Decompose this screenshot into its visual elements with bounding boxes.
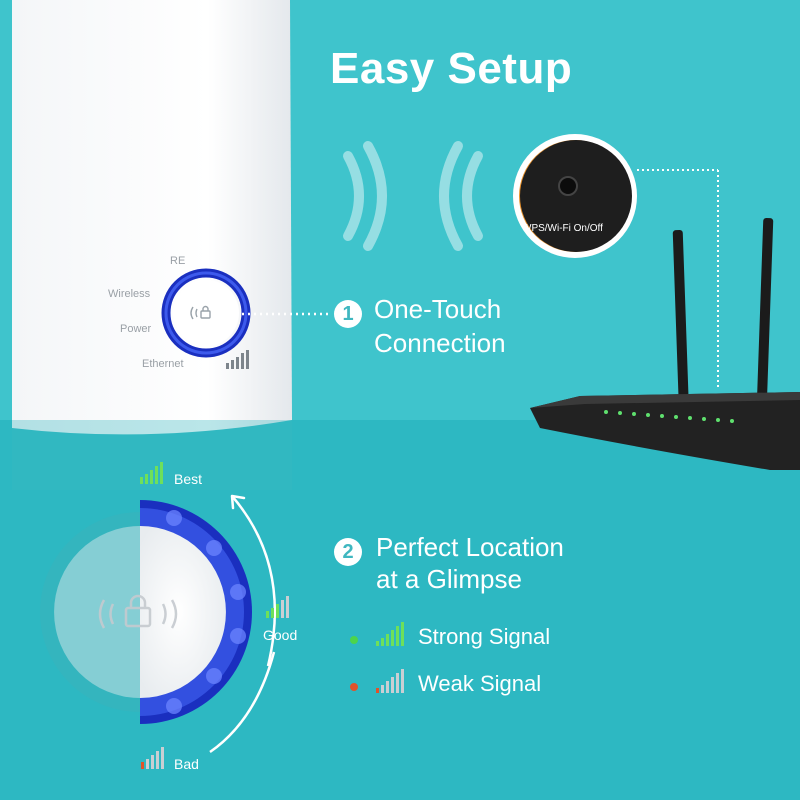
signal-level-bad: Bad xyxy=(174,756,199,772)
step-1-line-2: Connection xyxy=(374,328,506,358)
wps-button-label: WPS/Wi-Fi On/Off xyxy=(522,223,603,234)
signal-level-good: Good xyxy=(263,627,298,643)
step-2-line-2: at a Glimpse xyxy=(376,564,522,594)
wps-button-callout xyxy=(513,134,719,390)
led-label-re: RE xyxy=(170,255,186,267)
legend-weak-signal: Weak Signal xyxy=(418,671,542,696)
strong-signal-legend-icon xyxy=(350,622,404,646)
led-label-power: Power xyxy=(120,323,152,335)
router xyxy=(530,217,800,470)
led-label-ethernet: Ethernet xyxy=(142,358,184,370)
device-signal-icon xyxy=(226,350,249,369)
page-title: Easy Setup xyxy=(330,44,573,93)
led-label-wireless: Wireless xyxy=(108,288,151,300)
signal-level-best: Best xyxy=(174,471,203,487)
step-2-number: 2 xyxy=(334,538,362,566)
step-2-line-1: Perfect Location xyxy=(376,532,564,562)
best-signal-icon xyxy=(140,462,163,484)
wireless-waves-icon xyxy=(343,141,483,251)
step-1-line-1: One-Touch xyxy=(374,294,502,324)
good-signal-icon xyxy=(266,596,289,618)
weak-signal-legend-icon xyxy=(350,669,404,693)
bad-signal-icon xyxy=(141,747,164,769)
range-extender-device xyxy=(12,0,328,490)
step-1-number: 1 xyxy=(334,300,362,328)
legend-strong-signal: Strong Signal xyxy=(418,624,551,649)
led-ring-closeup xyxy=(40,494,277,754)
